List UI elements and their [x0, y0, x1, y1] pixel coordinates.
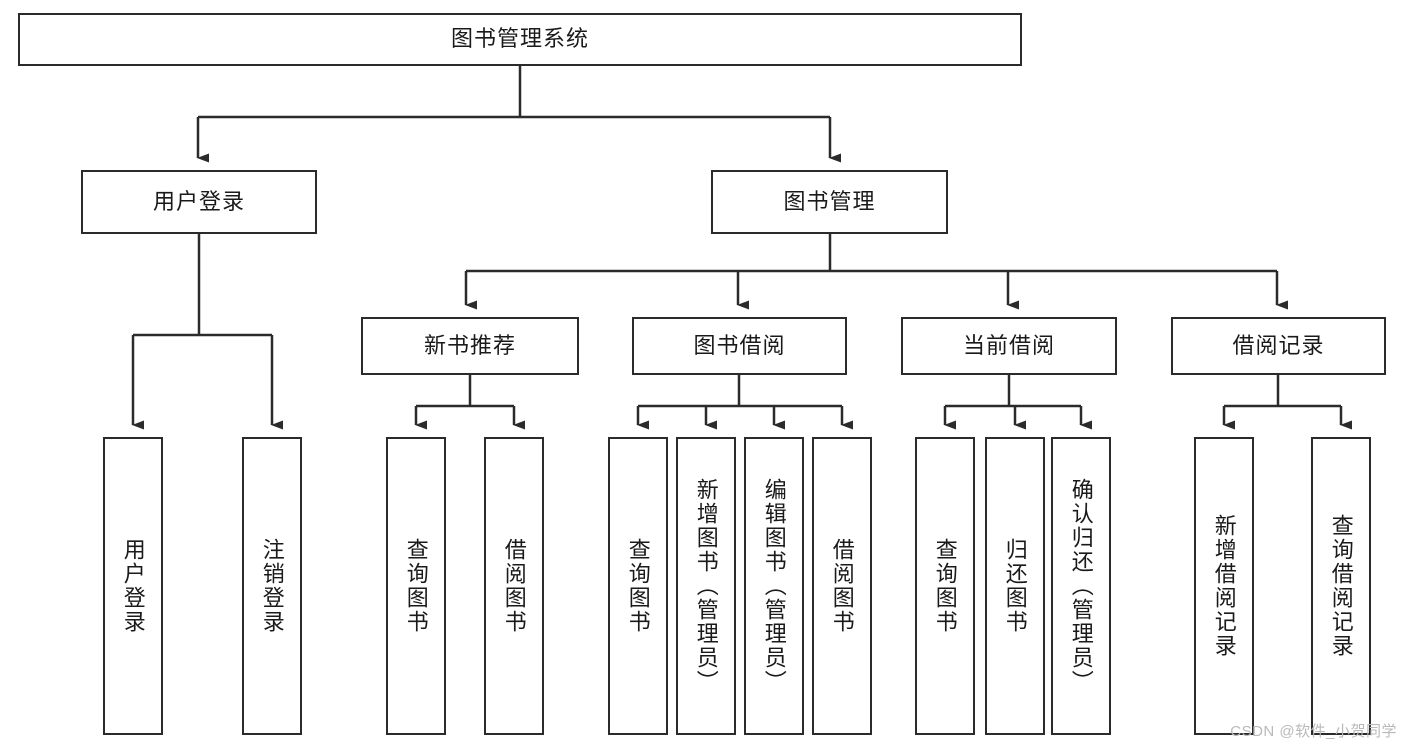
leaf-query-book-1[interactable]: 查询图书: [386, 437, 446, 735]
leaf-borrow-book-1[interactable]: 借阅图书: [484, 437, 544, 735]
leaf-query-book-3[interactable]: 查询图书: [915, 437, 975, 735]
leaf-confirm-return-admin[interactable]: 确认归还（管理员）: [1051, 437, 1111, 735]
node-new-book-recommend[interactable]: 新书推荐: [361, 317, 579, 375]
leaf-add-borrow-record[interactable]: 新增借阅记录: [1194, 437, 1254, 735]
node-borrow-record[interactable]: 借阅记录: [1171, 317, 1386, 375]
watermark-text: CSDN @软件_小贺同学: [1230, 723, 1397, 740]
leaf-user-logout[interactable]: 注销登录: [242, 437, 302, 735]
node-user-login[interactable]: 用户登录: [81, 170, 317, 234]
leaf-borrow-book-2[interactable]: 借阅图书: [812, 437, 872, 735]
node-book-management[interactable]: 图书管理: [711, 170, 948, 234]
node-current-borrow[interactable]: 当前借阅: [901, 317, 1117, 375]
leaf-query-book-2[interactable]: 查询图书: [608, 437, 668, 735]
node-book-borrow[interactable]: 图书借阅: [632, 317, 847, 375]
leaf-edit-book-admin[interactable]: 编辑图书（管理员）: [744, 437, 804, 735]
leaf-query-borrow-record[interactable]: 查询借阅记录: [1311, 437, 1371, 735]
leaf-return-book[interactable]: 归还图书: [985, 437, 1045, 735]
leaf-user-login[interactable]: 用户登录: [103, 437, 163, 735]
leaf-add-book-admin[interactable]: 新增图书（管理员）: [676, 437, 736, 735]
node-root[interactable]: 图书管理系统: [18, 13, 1022, 66]
